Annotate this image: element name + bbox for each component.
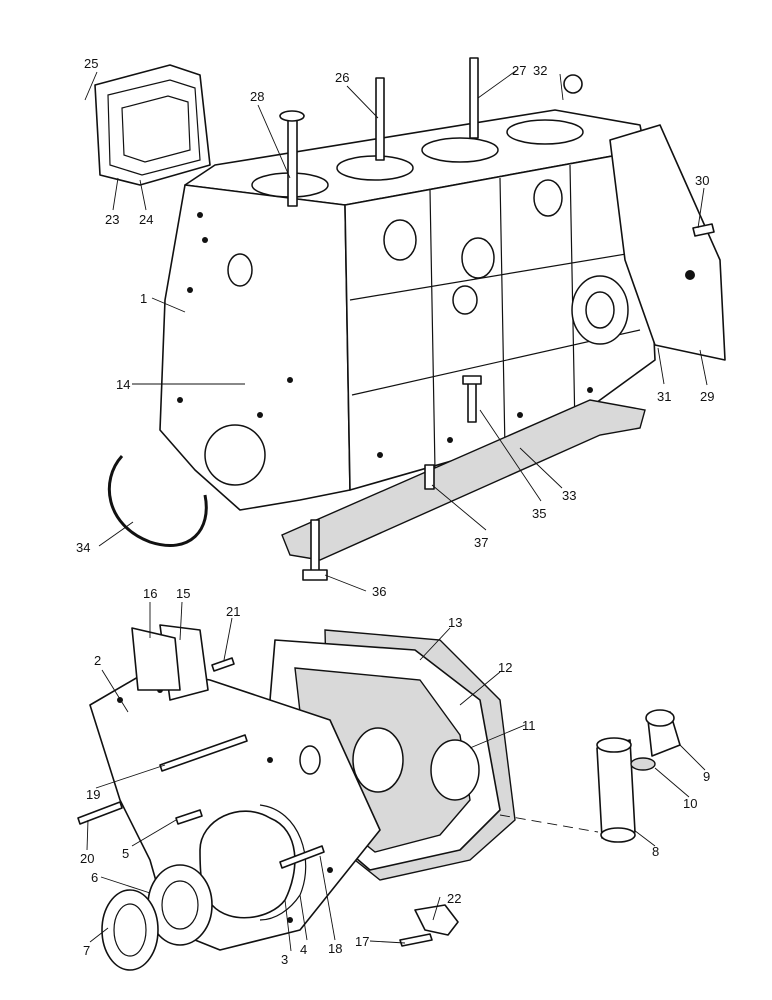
callout-16: 16 (143, 586, 157, 601)
callout-10: 10 (683, 796, 697, 811)
callout-37: 37 (474, 535, 488, 550)
callout-23: 23 (105, 212, 119, 227)
dowel-37 (424, 464, 435, 490)
callout-13: 13 (448, 615, 462, 630)
callout-34: 34 (76, 540, 90, 555)
tappet-cover (94, 64, 211, 186)
callout-8: 8 (652, 844, 659, 859)
filler-assembly (596, 709, 681, 843)
head-studs (279, 57, 479, 207)
callout-3: 3 (281, 952, 288, 967)
callout-17: 17 (355, 934, 369, 949)
bolt-35 (467, 381, 477, 423)
callout-29: 29 (700, 389, 714, 404)
housing-gasket-16 (131, 627, 181, 691)
callout-28: 28 (250, 89, 264, 104)
seal-7 (101, 889, 159, 971)
bracket-22 (414, 904, 459, 936)
bolt-20 (77, 801, 123, 825)
callout-33: 33 (562, 488, 576, 503)
callout-31: 31 (657, 389, 671, 404)
cylinder-block (159, 109, 656, 511)
callout-22: 22 (447, 891, 461, 906)
bolt-19 (159, 734, 248, 772)
callout-21: 21 (226, 604, 240, 619)
callout-36: 36 (372, 584, 386, 599)
callout-1: 1 (140, 291, 147, 306)
callout-32: 32 (533, 63, 547, 78)
seal-ring (107, 454, 208, 547)
callout-18: 18 (328, 941, 342, 956)
callout-35: 35 (532, 506, 546, 521)
filter-10 (630, 757, 656, 771)
callout-15: 15 (176, 586, 190, 601)
bolt-5 (175, 809, 203, 825)
sump-gasket (281, 399, 646, 561)
rear-plate (609, 124, 726, 361)
bolt-17 (399, 933, 433, 947)
bolt-18 (279, 845, 325, 869)
cover-gasket (259, 804, 307, 921)
alignment-dashed-line (499, 814, 599, 833)
dowel-ring (563, 74, 583, 94)
callout-11: 11 (522, 718, 536, 733)
callout-19: 19 (86, 787, 100, 802)
callout-24: 24 (139, 212, 153, 227)
callout-7: 7 (83, 943, 90, 958)
callout-14: 14 (116, 377, 130, 392)
callout-6: 6 (91, 870, 98, 885)
callout-20: 20 (80, 851, 94, 866)
bolt-21 (211, 657, 235, 672)
callout-27: 27 (512, 63, 526, 78)
callout-5: 5 (122, 846, 129, 861)
callout-2: 2 (94, 653, 101, 668)
callout-9: 9 (703, 769, 710, 784)
callout-30: 30 (695, 173, 709, 188)
callout-labels: 1 2 3 4 5 6 7 8 9 10 11 12 13 14 15 16 1… (76, 56, 714, 967)
callout-26: 26 (335, 70, 349, 85)
callout-4: 4 (300, 942, 307, 957)
callout-12: 12 (498, 660, 512, 675)
leader-lines (84, 69, 708, 952)
callout-25: 25 (84, 56, 98, 71)
